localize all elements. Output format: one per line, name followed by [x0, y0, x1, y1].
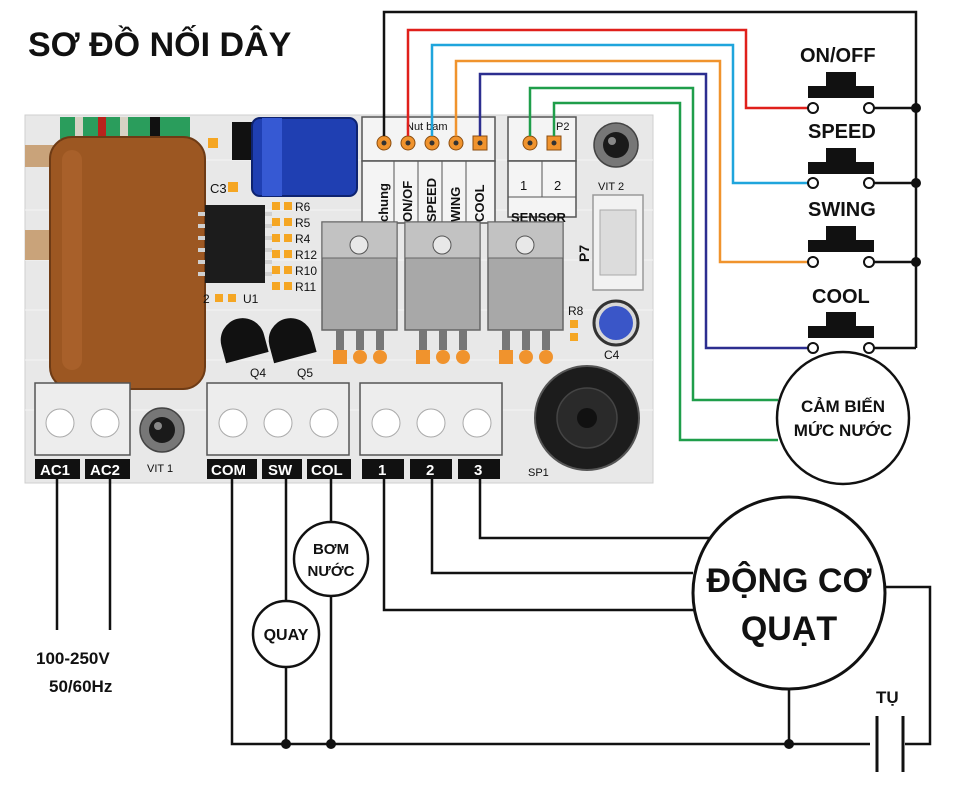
label-quay: QUAY	[264, 627, 309, 644]
label-sensor-1: 1	[520, 178, 527, 193]
power-wiring	[55, 479, 932, 746]
terminal-col: COL	[311, 462, 343, 479]
terminal-3: 3	[474, 462, 482, 479]
label-pump-line1: BƠM	[313, 541, 349, 558]
wire-sensor-2	[552, 101, 778, 442]
label-sensor-2: 2	[554, 178, 561, 193]
label-r4: R4	[295, 232, 311, 246]
label-sp1: SP1	[528, 467, 549, 479]
resistor-array: R6 R5 R4 R12 R10 R11	[272, 200, 317, 294]
label-cool: COOL	[812, 286, 870, 308]
connector-p7: P7	[576, 194, 644, 291]
junction-dots-right	[911, 103, 921, 267]
label-p2: P2	[556, 121, 569, 133]
screw-vit1: VIT 1	[139, 407, 185, 475]
sensor-label-line2: MỨC NƯỚC	[794, 421, 892, 440]
label-col-chung: chung	[376, 183, 391, 222]
label-r11: R11	[295, 280, 316, 294]
label-r5: R5	[295, 216, 311, 230]
terminal-ac1: AC1	[40, 462, 70, 479]
power-supply-label: 100-250V 50/60Hz	[36, 649, 112, 696]
label-u1-prefix: 2	[203, 292, 210, 306]
button-swing: SWING	[807, 199, 876, 268]
button-cool: COOL	[807, 286, 875, 354]
ic-u1: 2 U1	[198, 205, 272, 306]
swing-motor: QUAY	[251, 599, 321, 669]
wire-sensor-1	[528, 86, 778, 402]
terminal-ac2: AC2	[90, 462, 120, 479]
label-r10: R10	[295, 264, 317, 278]
label-col-onoff: ON/OF	[400, 181, 415, 222]
terminal-com: COM	[211, 462, 246, 479]
terminal-2: 2	[426, 462, 434, 479]
label-q5: Q5	[297, 366, 313, 380]
label-p7: P7	[576, 245, 592, 262]
label-c3: C3	[210, 181, 227, 196]
capacitor-tu: TỤ	[875, 688, 905, 772]
water-pump: BƠM NƯỚC	[292, 520, 370, 598]
triac-1	[321, 221, 398, 364]
label-q4: Q4	[250, 366, 266, 380]
fan-motor: ĐỘNG CƠ QUẠT	[691, 495, 887, 691]
label-voltage: 100-250V	[36, 649, 110, 668]
terminal-1: 1	[378, 462, 386, 479]
label-col-speed: SPEED	[424, 178, 439, 222]
terminal-sw: SW	[268, 462, 293, 479]
transistor-q4: Q4	[220, 318, 269, 380]
triac-2	[404, 221, 481, 364]
label-c4: C4	[604, 348, 620, 362]
label-motor-line1: ĐỘNG CƠ	[706, 561, 871, 600]
wire-speed	[430, 43, 808, 185]
button-speed: SPEED	[807, 121, 876, 189]
push-buttons: ON/OFF SPEED SWING COOL	[800, 45, 921, 354]
label-frequency: 50/60Hz	[49, 677, 112, 696]
junction-dots-bottom	[281, 739, 794, 749]
label-u1: U1	[243, 292, 259, 306]
water-level-sensor: CẢM BIẾN MỨC NƯỚC	[775, 350, 911, 486]
page-title: SƠ ĐỒ NỐI DÂY	[28, 25, 292, 64]
label-nut-bam: Nut bam	[406, 121, 448, 133]
transistor-q5: Q5	[268, 318, 317, 380]
sensor-label-line1: CẢM BIẾN	[801, 397, 885, 416]
wire-cool	[478, 72, 808, 350]
label-capacitor: TỤ	[876, 688, 899, 707]
terminal-block-loads: COM SW COL	[206, 382, 351, 479]
smd-pad	[208, 138, 218, 148]
label-col-cool: COOL	[472, 184, 487, 222]
label-vit2: VIT 2	[598, 181, 624, 193]
capacitor-c4: C4	[592, 299, 640, 362]
triac-3	[487, 221, 564, 364]
label-r12: R12	[295, 248, 317, 262]
terminal-block-power: AC1 AC2	[34, 382, 131, 479]
capacitor-c3: C3	[210, 117, 358, 197]
label-on-off: ON/OFF	[800, 45, 876, 67]
label-speed: SPEED	[808, 121, 876, 143]
wire-swing	[454, 59, 808, 264]
terminal-block-motor: 1 2 3	[359, 382, 503, 479]
label-r6: R6	[295, 200, 311, 214]
label-motor-line2: QUẠT	[741, 610, 838, 648]
wire-on-off	[406, 28, 808, 136]
signal-wires	[382, 10, 918, 442]
label-col-swing: WING	[448, 187, 463, 222]
button-on-off: ON/OFF	[800, 45, 876, 114]
label-pump-line2: NƯỚC	[308, 562, 355, 580]
pcb-board: C3 2 U1 R6	[24, 114, 654, 484]
buzzer-sp1: SP1	[528, 365, 640, 479]
button-header: Nut bam chung ON/OF SPEED WING COOL	[361, 116, 496, 224]
resistor-r8: R8	[568, 304, 584, 341]
sensor-header: P2 1 2 SENSOR	[507, 116, 577, 225]
label-swing: SWING	[808, 199, 876, 221]
label-vit1: VIT 1	[147, 463, 173, 475]
screw-vit2: VIT 2	[593, 122, 639, 193]
transformer	[25, 117, 206, 390]
label-r8: R8	[568, 304, 584, 318]
